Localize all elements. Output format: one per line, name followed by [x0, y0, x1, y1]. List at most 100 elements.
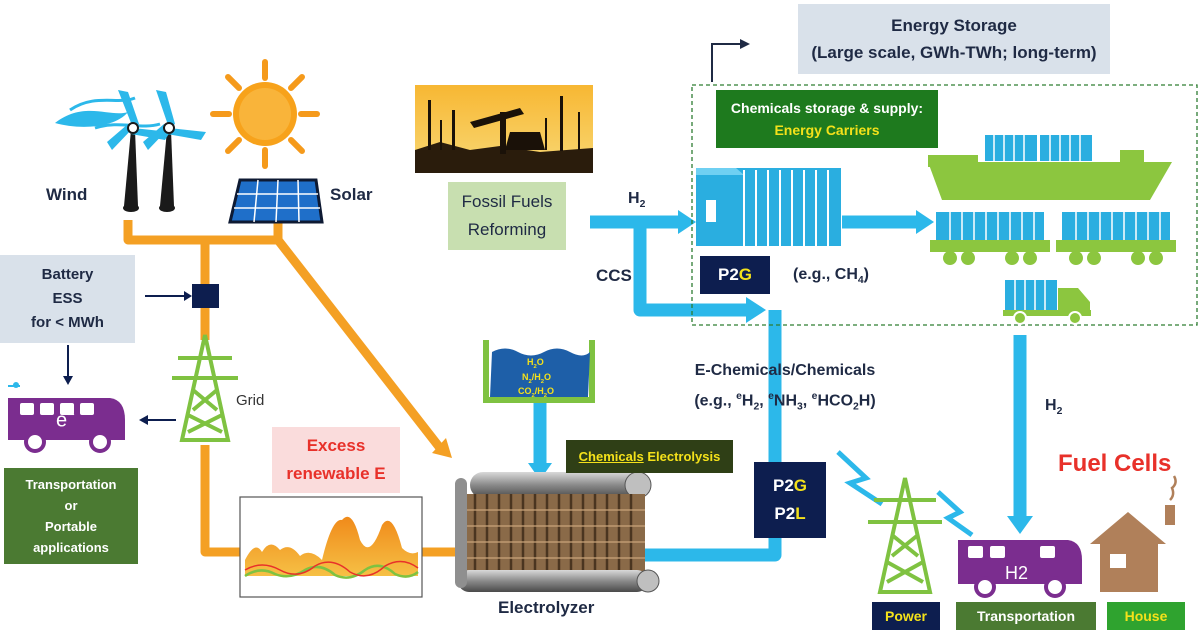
tank-r2-b: 2	[528, 378, 532, 385]
transport-line-2: or	[64, 498, 78, 513]
ess-label: ESS	[52, 290, 83, 307]
transportation-label-box: Transportation	[956, 602, 1096, 630]
fuel-cells-label: Fuel Cells	[1058, 450, 1172, 477]
ccs-label: CCS	[596, 266, 632, 285]
h2-right-label: H2	[1045, 397, 1062, 417]
tank-n2-label: N2/H2O	[522, 372, 551, 385]
battery-arrows	[67, 295, 186, 421]
solar-label: Solar	[330, 185, 373, 204]
p2l-p2: P2	[774, 504, 796, 523]
electron-symbol: e	[56, 409, 68, 432]
p2g-p2l-box: P2G P2L	[754, 462, 826, 538]
fossil-fuels-label: Fossil Fuels	[461, 192, 553, 211]
arrow-to-electrolyzer	[432, 438, 452, 458]
chemicals-electrolysis-box: Chemicals Electrolysis	[566, 440, 733, 473]
echem-p1: (e.g.,	[694, 392, 737, 410]
reforming-label: Reforming	[467, 220, 547, 239]
echem-sub1: 2	[753, 401, 760, 413]
h2-right-sub: 2	[1056, 406, 1063, 418]
fossil-fuels-box: Fossil Fuels Reforming	[448, 182, 566, 250]
house-icon	[1090, 475, 1177, 592]
cargo-ship-icon	[928, 135, 1172, 200]
bus-electron-label: e−	[56, 407, 75, 433]
energy-storage-title-box: Energy Storage (Large scale, GWh-TWh; lo…	[798, 4, 1110, 74]
chemicals-storage-box: Chemicals storage & supply: Energy Carri…	[716, 90, 938, 148]
electrolyzer-icon	[455, 471, 660, 593]
p2g-top-g: G	[738, 265, 753, 284]
grid-label: Grid	[236, 392, 265, 409]
battery-capacity-label: for < MWh	[31, 314, 104, 331]
tank-r2-c: /H	[531, 372, 541, 382]
energy-carriers-label: Energy Carriers	[774, 122, 880, 138]
p2g-p2: P2	[772, 476, 794, 495]
p2l-l: L	[795, 504, 806, 523]
house-label: House	[1124, 608, 1168, 624]
electron-charge: −	[67, 407, 75, 422]
p2g-top-p2: P2	[717, 265, 739, 284]
p2g-g: G	[793, 476, 808, 495]
electric-bus-icon	[8, 382, 125, 453]
electrolyzer-label: Electrolyzer	[498, 598, 595, 617]
power-label-box: Power	[872, 602, 940, 630]
wind-turbines-icon	[55, 90, 206, 212]
energy-storage-subtitle: (Large scale, GWh-TWh; long-term)	[811, 43, 1097, 62]
renewable-power-lines	[123, 220, 462, 557]
lightning-bolt-right-icon	[936, 490, 974, 538]
transportation-label: Transportation	[976, 608, 1075, 624]
electrolysis-tank-icon	[483, 340, 595, 403]
tank-co2-label: CO2/H2O	[518, 386, 554, 399]
echem-t6: H)	[858, 392, 876, 410]
tank-h2o-label: H2O	[527, 357, 544, 370]
chemicals-underlined: Chemicals	[578, 449, 644, 464]
freight-train-icon	[930, 212, 1176, 265]
tank-r3-a: CO	[518, 386, 532, 396]
echem-sup1: e	[736, 390, 742, 402]
tank-r3-d: 2	[543, 392, 548, 399]
grid-pylon-icon	[172, 334, 238, 442]
tank-r2-a: N	[522, 372, 529, 382]
transport-line-3: Portable	[44, 519, 97, 534]
house-label-box: House	[1107, 602, 1185, 630]
ch4-pre: (e.g., CH	[793, 266, 858, 283]
e-chemicals-examples: (e.g., eH2, eNH3, eHCO2H)	[694, 384, 875, 421]
h2-top-label: H2	[628, 190, 645, 210]
tank-r3-e: O	[547, 386, 555, 396]
battery-ess-box: Battery ESS for < MWh	[0, 255, 135, 343]
truck-icon	[1003, 280, 1091, 325]
storage-region-dashed	[691, 84, 1198, 326]
solar-panel-icon	[228, 178, 324, 224]
echem-sup3: e	[811, 390, 818, 402]
energy-storage-title: Energy Storage	[891, 16, 1017, 35]
power-label: Power	[884, 608, 927, 624]
echem-t4: ,	[802, 392, 812, 410]
arrow-tank-to-electrolyzer	[528, 463, 552, 480]
sun-icon	[210, 59, 320, 169]
excess-energy-chart	[239, 496, 423, 598]
oil-field-photo	[415, 85, 593, 173]
p2g-line: P2G	[773, 472, 807, 500]
e-chemicals-label: E-Chemicals/Chemicals (e.g., eH2, eNH3, …	[665, 362, 905, 416]
lightning-bolt-left-icon	[836, 450, 884, 507]
echem-t3: NH	[773, 392, 797, 410]
tank-r1-c: O	[536, 357, 544, 367]
echem-sub2: 3	[797, 401, 803, 413]
renewable-e-label: renewable E	[286, 464, 386, 483]
ch4-label: (e.g., CH4)	[793, 266, 869, 286]
corner-arrow	[711, 43, 742, 82]
tank-r2-d: 2	[540, 378, 545, 385]
hydrogen-flow-lines	[533, 215, 1027, 562]
p2l-line: P2L	[774, 500, 805, 528]
power-pylon-icon	[868, 477, 942, 594]
chemicals-electrolysis-label: Chemicals Electrolysis	[579, 449, 721, 464]
storage-tank-icon	[696, 168, 841, 246]
battery-label: Battery	[41, 266, 94, 283]
tank-r3-c: /H	[534, 386, 544, 396]
bus-h2-label: H2	[1005, 563, 1029, 583]
wind-label: Wind	[46, 185, 88, 204]
excess-renewable-box: Excess renewable E	[272, 427, 400, 493]
transport-line-4: applications	[33, 540, 109, 555]
tank-r1-a: H	[527, 357, 534, 367]
tank-r1-b: 2	[533, 363, 537, 370]
